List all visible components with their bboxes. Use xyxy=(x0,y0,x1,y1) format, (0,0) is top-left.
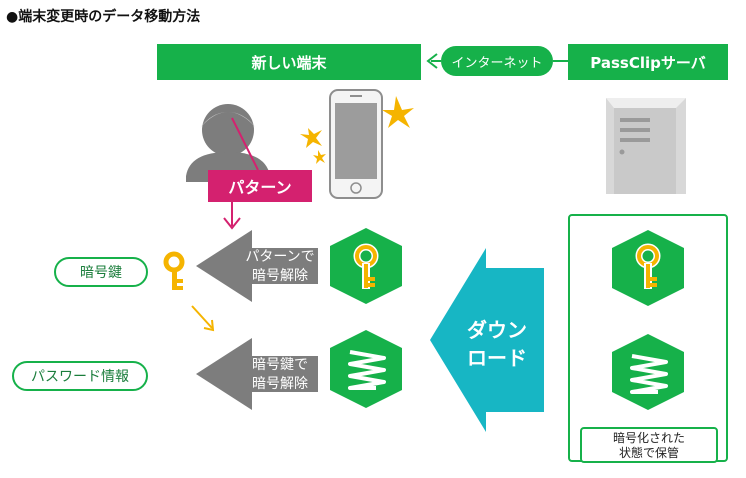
stored-note-line2: 状態で保管 xyxy=(618,446,679,460)
internet-arrow xyxy=(426,53,568,69)
page-title: ●端末変更時のデータ移動方法 xyxy=(6,9,201,25)
download-line1: ダウン xyxy=(467,318,527,342)
arrow-key-decrypt xyxy=(196,338,318,410)
password-info-label: パスワード情報 xyxy=(31,369,129,385)
key-icon xyxy=(163,251,185,290)
pattern-badge: パターン xyxy=(208,170,312,202)
server-label: PassClipサーバ xyxy=(590,53,706,72)
stored-note-line1: 暗号化された xyxy=(612,431,685,445)
arrow-key-label: 暗号鍵で 暗号解除 xyxy=(238,356,322,394)
key-flow-arrow xyxy=(191,305,215,332)
internet-pill: インターネット xyxy=(441,46,553,76)
key-hexagon-server xyxy=(612,230,684,306)
server-storage-frame xyxy=(568,214,728,462)
new-device-label: 新しい端末 xyxy=(251,53,327,72)
arrow-pattern-label: パターンで 暗号解除 xyxy=(238,248,322,286)
internet-label: インターネット xyxy=(451,55,543,71)
server-bar: PassClipサーバ xyxy=(568,44,728,80)
download-line2: ロード xyxy=(467,346,527,370)
stored-note: 暗号化された 状態で保管 xyxy=(580,427,718,463)
new-device-bar: 新しい端末 xyxy=(157,44,421,80)
arrow-pattern-line2: 暗号解除 xyxy=(252,268,308,284)
arrow-pattern-line1: パターンで xyxy=(245,249,315,265)
download-label: ダウン ロード xyxy=(452,316,542,372)
download-arrow xyxy=(430,248,544,432)
person-icon xyxy=(186,104,270,182)
server-icon xyxy=(606,98,686,194)
pattern-connector xyxy=(223,117,259,230)
sparkle-icon xyxy=(300,96,414,164)
arrow-key-line2: 暗号解除 xyxy=(252,376,308,392)
arrow-pattern-decrypt xyxy=(196,230,318,302)
key-label-pill: 暗号鍵 xyxy=(54,257,148,287)
password-info-pill: パスワード情報 xyxy=(12,361,148,391)
arrow-key-line1: 暗号鍵で xyxy=(252,357,308,373)
spring-hexagon-device xyxy=(330,330,402,408)
spring-hexagon-server xyxy=(612,334,684,410)
key-label: 暗号鍵 xyxy=(80,265,122,281)
smartphone-icon xyxy=(329,89,383,199)
pattern-badge-label: パターン xyxy=(228,178,292,197)
key-hexagon-device xyxy=(330,228,402,304)
